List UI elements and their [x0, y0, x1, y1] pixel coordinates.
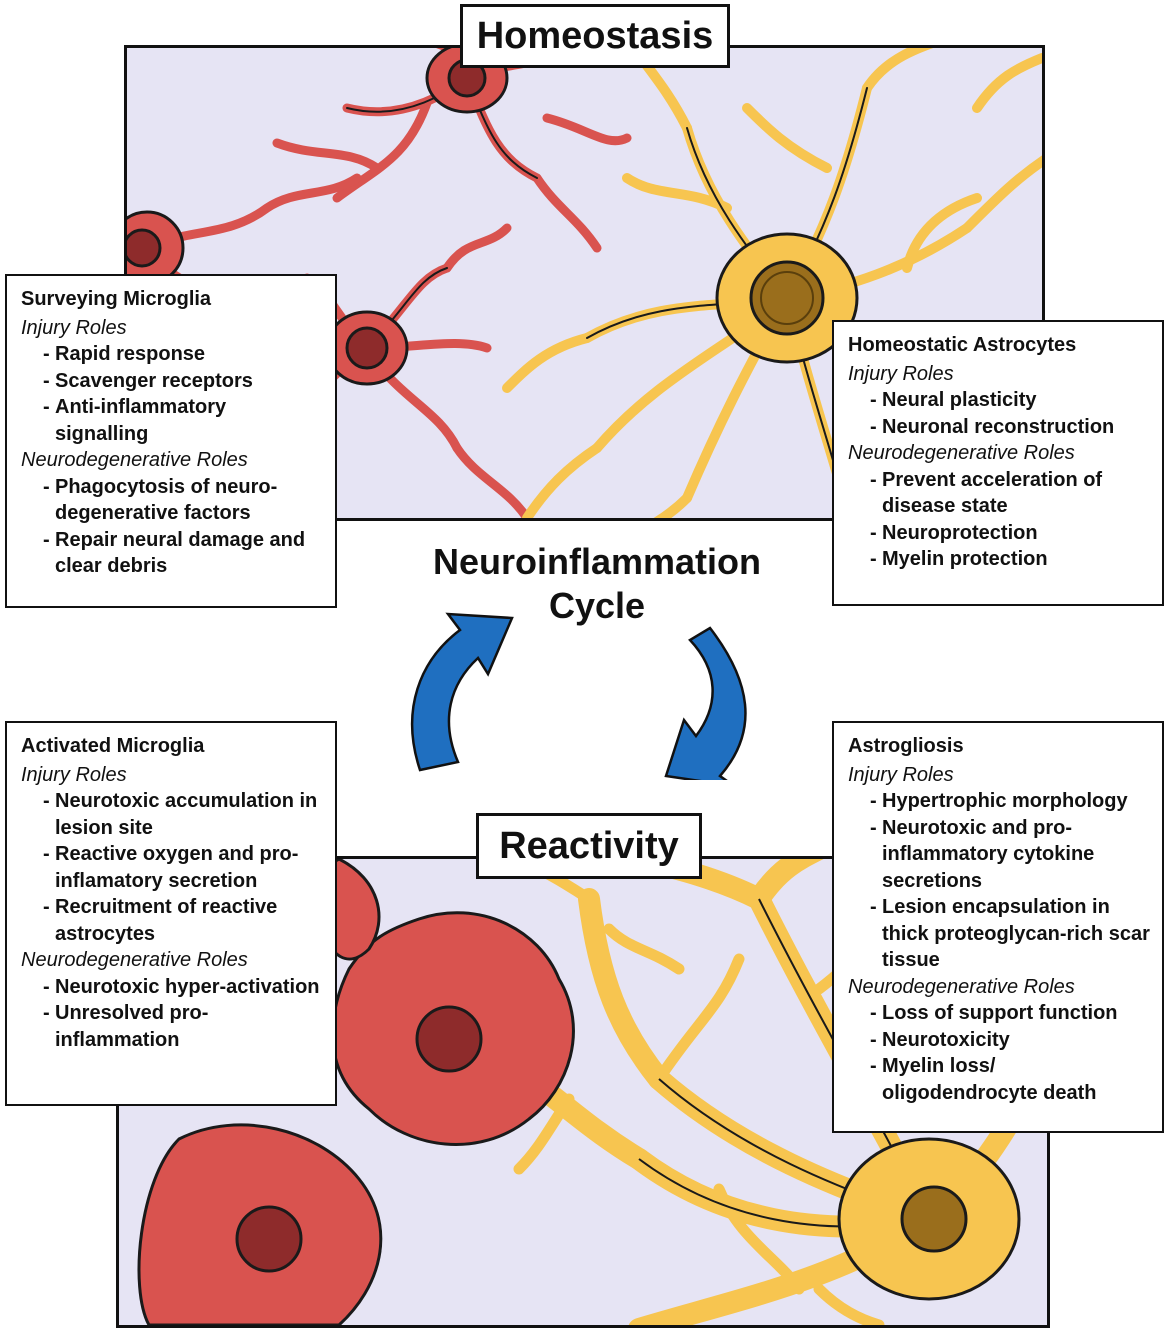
injury-roles-heading: Injury Roles — [21, 763, 127, 786]
box-title: Activated Microglia — [21, 735, 205, 757]
list-item: Hypertrophic morphology — [848, 788, 1150, 815]
list-item: Neuroprotection — [848, 520, 1150, 547]
list-item: Unresolved pro-inflammation — [21, 1000, 323, 1053]
injury-roles-list: Neural plasticity Neuronal reconstructio… — [848, 387, 1150, 440]
list-item: Neuronal reconstruction — [848, 414, 1150, 441]
list-item: Neurotoxic hyper-activation — [21, 974, 323, 1001]
list-item: Anti-inflammatory signalling — [21, 394, 323, 447]
neurodegenerative-roles-list: Phagocytosis of neuro-degenerative facto… — [21, 474, 323, 580]
box-title: Surveying Microglia — [21, 288, 212, 310]
reactivity-banner: Reactivity — [476, 813, 702, 879]
list-item: Repair neural damage and clear debris — [21, 527, 323, 580]
list-item: Loss of support function — [848, 1000, 1150, 1027]
injury-roles-heading: Injury Roles — [848, 763, 954, 786]
list-item: Reactive oxygen and pro-inflamatory secr… — [21, 841, 323, 894]
cycle-arrows — [411, 612, 747, 780]
homeostatic-astrocytes-box: Homeostatic Astrocytes Injury Roles Neur… — [832, 320, 1164, 606]
homeostasis-banner: Homeostasis — [460, 4, 730, 68]
arrow-up-left-icon — [411, 612, 514, 772]
list-item: Phagocytosis of neuro-degenerative facto… — [21, 474, 323, 527]
injury-roles-list: Neurotoxic accumulation in lesion site R… — [21, 788, 323, 947]
astrocyte-cell-body — [715, 232, 859, 364]
cycle-title-line1: Neuroinflammation — [432, 541, 762, 582]
activated-microglia-box: Activated Microglia Injury Roles Neuroto… — [5, 721, 337, 1106]
neurodegenerative-roles-list: Neurotoxic hyper-activation Unresolved p… — [21, 974, 323, 1054]
neurodegenerative-roles-list: Prevent acceleration of disease state Ne… — [848, 467, 1150, 573]
list-item: Myelin protection — [848, 546, 1150, 573]
injury-roles-list: Rapid response Scavenger receptors Anti-… — [21, 341, 323, 447]
microglia-cell-bodies — [127, 48, 509, 386]
list-item: Neurotoxic and pro-inflammatory cytokine… — [848, 815, 1150, 895]
arrow-down-right-icon — [664, 626, 747, 780]
list-item: Myelin loss/ oligodendrocyte death — [848, 1053, 1150, 1106]
neurodegenerative-roles-heading: Neurodegenerative Roles — [21, 449, 248, 471]
box-title: Astrogliosis — [848, 735, 964, 757]
neurodegenerative-roles-heading: Neurodegenerative Roles — [848, 442, 1075, 464]
astrogliosis-box: Astrogliosis Injury Roles Hypertrophic m… — [832, 721, 1164, 1133]
injury-roles-list: Hypertrophic morphology Neurotoxic and p… — [848, 788, 1150, 974]
list-item: Recruitment of reactive astrocytes — [21, 894, 323, 947]
cycle-title-line2: Cycle — [548, 585, 646, 626]
activated-microglia-bodies — [137, 859, 575, 1325]
list-item: Prevent acceleration of disease state — [848, 467, 1150, 520]
list-item: Neural plasticity — [848, 387, 1150, 414]
neurodegenerative-roles-heading: Neurodegenerative Roles — [848, 975, 1075, 998]
list-item: Scavenger receptors — [21, 368, 323, 395]
neurodegenerative-roles-heading: Neurodegenerative Roles — [21, 949, 248, 971]
box-title: Homeostatic Astrocytes — [848, 334, 1077, 356]
list-item: Lesion encapsulation in thick proteoglyc… — [848, 894, 1150, 974]
surveying-microglia-box: Surveying Microglia Injury Roles Rapid r… — [5, 274, 337, 608]
list-item: Rapid response — [21, 341, 323, 368]
injury-roles-heading: Injury Roles — [21, 316, 127, 339]
list-item: Neurotoxicity — [848, 1027, 1150, 1054]
neurodegenerative-roles-list: Loss of support function Neurotoxicity M… — [848, 1000, 1150, 1106]
cycle-title: Neuroinflammation Cycle — [392, 540, 802, 628]
list-item: Neurotoxic accumulation in lesion site — [21, 788, 323, 841]
injury-roles-heading: Injury Roles — [848, 362, 954, 385]
